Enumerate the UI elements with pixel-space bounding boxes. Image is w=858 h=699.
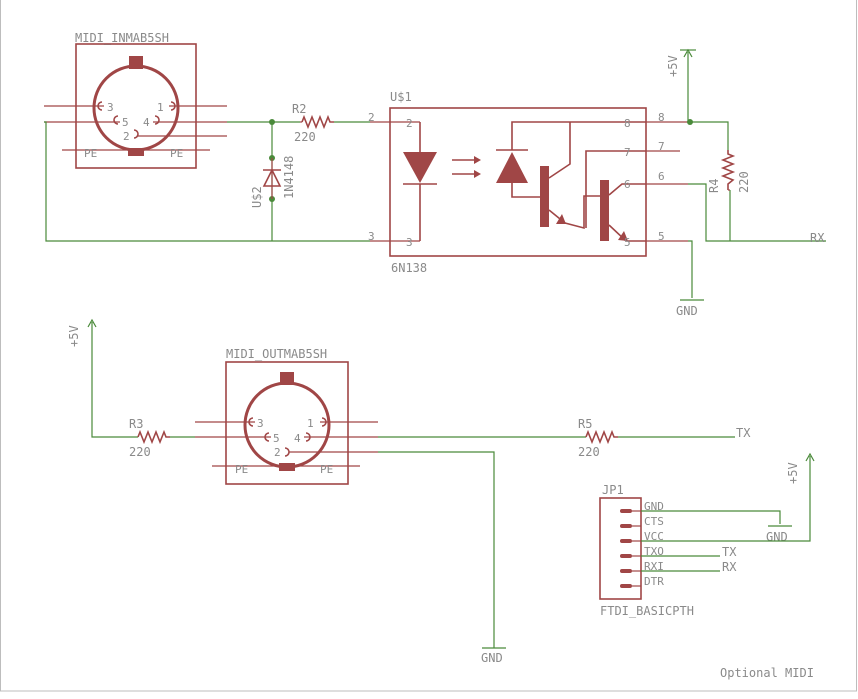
opto-pin-7-inner: 7 xyxy=(624,146,631,159)
diode-u2[interactable]: U$2 1N4148 xyxy=(250,156,296,208)
sheet-note: Optional MIDI xyxy=(720,666,814,680)
opto-body xyxy=(389,107,647,257)
wire-midi-out-gnd xyxy=(378,451,495,648)
rx-net-label: RX xyxy=(810,231,825,245)
vcc-label-jp1: +5V xyxy=(786,462,800,484)
midi-out-key-bottom xyxy=(279,463,295,471)
junction-dot xyxy=(269,119,275,125)
midi-in-pin-3: 3 xyxy=(107,101,114,114)
jp1-pin-txo: TXO xyxy=(644,545,664,558)
opto-pin-3: 3 xyxy=(368,230,375,243)
vcc-label-midi-out: +5V xyxy=(67,325,81,347)
photodiode-triangle xyxy=(496,152,528,183)
jp1-name: JP1 xyxy=(602,483,624,497)
opto-pin-8-inner: 8 xyxy=(624,117,631,130)
resistor-r5[interactable]: R5 220 xyxy=(578,417,618,459)
r4-name: R4 xyxy=(707,179,721,193)
midi-in-pin-5: 5 xyxy=(122,116,129,129)
opto-pin-6: 6 xyxy=(658,170,665,183)
tx-net-label: TX xyxy=(736,426,751,440)
jp1-pin-dtr: DTR xyxy=(644,575,664,588)
gnd-label-opto: GND xyxy=(676,304,698,318)
jp1-pin-gnd: GND xyxy=(644,500,664,513)
resistor-r2[interactable]: R2 220 xyxy=(292,102,370,144)
opto-pin-2-inner: 2 xyxy=(406,117,413,130)
jp1-pin-pad xyxy=(620,509,632,513)
resistor-r3[interactable]: R3 220 xyxy=(129,417,170,459)
r2-value: 220 xyxy=(294,130,316,144)
optocoupler-u1[interactable]: U$1 6N138 2 3 8 7 6 5 xyxy=(368,90,688,275)
opto-pin-6-inner: 6 xyxy=(624,178,631,191)
r3-name: R3 xyxy=(129,417,143,431)
midi-out-pin-4: 4 xyxy=(294,432,301,445)
opto-value: 6N138 xyxy=(391,261,427,275)
gnd-label-midi-out: GND xyxy=(481,651,503,665)
jp1-pin-pad xyxy=(620,539,632,543)
midi-in-key-bottom xyxy=(128,148,144,156)
vcc-label-opto: +5V xyxy=(666,55,680,77)
r5-name: R5 xyxy=(578,417,592,431)
midi-out-label: MIDI_OUTMAB5SH xyxy=(226,347,327,361)
r2-name: R2 xyxy=(292,102,306,116)
midi-out-connector[interactable]: MIDI_OUTMAB5SH 3 1 5 4 2 PE PE xyxy=(195,347,378,485)
jp1-pin-pad xyxy=(620,569,632,573)
led-triangle xyxy=(403,152,437,183)
opto-pin-2: 2 xyxy=(368,111,375,124)
opto-pin-5: 5 xyxy=(658,230,665,243)
jp1-pin-pad xyxy=(620,554,632,558)
transistor1-base xyxy=(540,166,549,227)
junction-dot xyxy=(687,119,693,125)
diode-value: 1N4148 xyxy=(282,156,296,199)
midi-in-key-top xyxy=(129,56,143,69)
vcc-opto: +5V xyxy=(666,55,680,77)
opto-pin-8: 8 xyxy=(658,111,665,124)
midi-in-pin-1: 1 xyxy=(157,101,164,114)
midi-out-key-top xyxy=(280,372,294,385)
jp1-pin-vcc: VCC xyxy=(644,530,664,543)
midi-in-pin-2: 2 xyxy=(123,130,130,143)
jp1-rx-label: RX xyxy=(722,560,737,574)
wire-opto-gnd xyxy=(688,240,693,298)
opto-pin-7: 7 xyxy=(658,140,665,153)
wire-r4-top xyxy=(688,121,729,150)
ftdi-header-jp1[interactable]: JP1 GND CTS VCC TXO RXI DTR FTDI_BASICPT… xyxy=(599,483,694,618)
midi-out-pin-5: 5 xyxy=(273,432,280,445)
jp1-value: FTDI_BASICPTH xyxy=(600,604,694,618)
opto-pin-3-inner: 3 xyxy=(406,236,413,249)
midi-out-pin-2: 2 xyxy=(274,446,281,459)
wire-midi-in-pin5 xyxy=(44,121,370,242)
opto-pin-5-inner: 5 xyxy=(624,236,631,249)
wire-jp1-vcc xyxy=(641,456,811,542)
midi-in-label: MIDI_INMAB5SH xyxy=(75,31,169,45)
r4-value: 220 xyxy=(737,171,751,193)
jp1-tx-label: TX xyxy=(722,545,737,559)
jp1-pin-pad xyxy=(620,584,632,588)
midi-out-body xyxy=(225,361,349,485)
opto-name: U$1 xyxy=(390,90,412,104)
jp1-pin-rxi: RXI xyxy=(644,560,664,573)
midi-in-pe-left: PE xyxy=(84,147,97,160)
jp1-pin-cts: CTS xyxy=(644,515,664,528)
wire-rx xyxy=(688,183,826,242)
r5-value: 220 xyxy=(578,445,600,459)
midi-out-pin-1: 1 xyxy=(307,417,314,430)
midi-in-pin-4: 4 xyxy=(143,116,150,129)
jp1-body xyxy=(599,497,642,600)
midi-out-pe-right: PE xyxy=(320,463,333,476)
r3-value: 220 xyxy=(129,445,151,459)
gnd-label-jp1: GND xyxy=(766,530,788,544)
midi-in-connector[interactable]: MIDI_INMAB5SH 3 1 5 4 2 PE PE xyxy=(44,31,227,169)
wire-jp1-gnd xyxy=(641,510,781,524)
jp1-pin-pad xyxy=(620,524,632,528)
transistor2-base xyxy=(600,180,609,241)
midi-out-pe-left: PE xyxy=(235,463,248,476)
midi-in-pe-right: PE xyxy=(170,147,183,160)
resistor-r4[interactable]: R4 220 xyxy=(707,150,751,193)
wire-5v-r3 xyxy=(91,322,138,438)
midi-out-pin-3: 3 xyxy=(257,417,264,430)
diode-name: U$2 xyxy=(250,186,264,208)
